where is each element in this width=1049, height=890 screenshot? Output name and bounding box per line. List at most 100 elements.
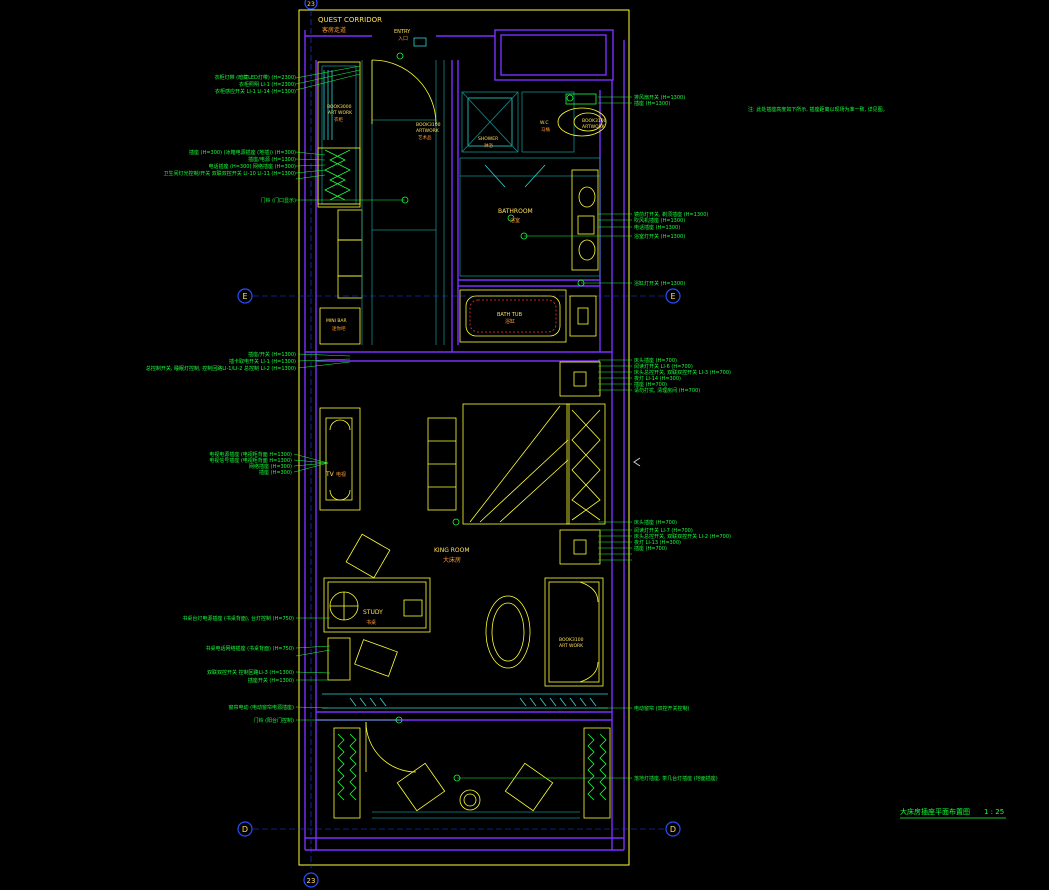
note-left-13: 网络插座 (H=300) [249,463,292,470]
left-annotations: 衣柜灯带 (暗藏LED灯带) (H=2300) 衣柜照明 LI-1 (H=230… [146,74,296,724]
label-king-room-cn: 大床房 [443,556,461,564]
note-right-12: 请勿打扰, 清理房间 (H=700) [634,387,700,394]
label-tv: TV [325,471,335,478]
note-left-5: 电话插座 (H=300) 网络插座 (H=300) [208,163,296,170]
label-shower: SHOWER [478,136,498,142]
walls [304,29,625,851]
leader-lines [293,65,632,779]
note-right-15: 床头总控开关, 双联双控开关 LI-2 (H=700) [634,533,731,540]
note-right-18: 电动窗帘 (双控开关控制) [634,705,690,712]
note-left-15: 书桌台灯电源插座 (书桌背面), 台灯控制 (H=750) [182,615,294,622]
note-right-3: 吹风机插座 (H=1300) [634,217,685,224]
bathroom-zone [459,91,607,343]
note-left-14: 插座 (H=300) [259,469,292,476]
note-right-17: 插座 (H=700) [634,545,667,552]
note-right-2: 镜前灯开关, 剃须插座 (H=1300) [634,211,708,218]
note-left-0: 衣柜灯带 (暗藏LED灯带) (H=2300) [215,74,297,81]
fixture-markers [395,52,585,782]
note-right-7: 床头插座 (H=700) [634,357,677,364]
label-wc-cn: 马桶 [541,126,550,133]
balcony-zone [333,721,611,819]
cursor-icon [633,457,641,467]
axis-bubble-e-right: E [665,288,681,304]
label-tv-cn: 电视 [336,471,346,478]
label-artwork-1-sub: ARTWORK [416,128,440,134]
note-left-2: 衣柜感应开关 LI-1 LI-14 (H=1300) [215,88,296,95]
label-bathtub-cn: 浴缸 [505,318,515,325]
note-left-12: 电视信号插座 (电视柜背面 H=1300) [209,457,292,464]
axis-bubble-d-left: D [237,821,253,837]
note-right-4: 电话插座 (H=1300) [634,224,680,231]
note-left-11: 电视电源插座 (电视柜背面 H=1300) [209,451,292,458]
note-left-19: 窗帘电动 (电动窗帘电源插座) [229,704,295,711]
label-study: STUDY [363,609,383,616]
note-left-4: 插座/电源 (H=1300) [248,156,296,163]
label-artwork-3-sub: ART WORK [559,643,584,649]
axis-bubble-e-left: E [237,288,253,304]
axis-bubble-23-bottom: 23 [303,872,319,888]
label-minibar-cn: 迷你吧 [332,325,346,332]
note-right-16: 夜灯 LI-13 (H=300) [634,539,681,546]
axis-label-23-top: 23 [307,1,315,8]
drawing-scale-text: 1 : 25 [984,808,1004,816]
note-right-14: 阅读灯开关 LI-7 (H=700) [634,527,693,534]
label-wardrobe: BOOK3000 [327,104,352,110]
note-left-3: 插座 (H=300) (冰箱电源插座 (地插)) (H=300) [189,149,296,156]
note-left-20: 门铃 (阳台门控制) [254,717,295,724]
axis-bubble-23-top: 23 [304,0,318,10]
label-entry: ENTRY [394,29,411,35]
label-minibar: MINI BAR [326,318,347,324]
note-left-1: 衣柜照明 LI-1 (H=2300) [239,81,296,88]
drawing-title: 大床房插座平面布置图 1 : 25 [900,807,1006,819]
note-right-10: 夜灯 LI-14 (H=300) [634,375,681,382]
label-guest-corridor: QUEST CORRIDOR [318,16,382,24]
axis-label-23-bottom: 23 [307,877,316,885]
note-right-6: 浴缸灯开关 (H=1300) [634,280,685,287]
axis-label-d-right: D [670,825,676,834]
note-left-17: 双联双控开关 控制回路LI-3 (H=1300) [207,669,294,676]
note-left-10: 总控制开关, 睡眠灯控制, 控制回路LI-1/LI-2 总控制 LI-2 (H=… [146,365,296,372]
label-wardrobe-cn: 衣柜 [334,116,343,123]
note-left-9: 插卡取电开关 LI-1 (H=1300) [229,358,296,365]
note-right-8: 阅读灯开关 LI-6 (H=700) [634,363,693,370]
right-annotations: 排风扇开关 (H=1300) 插座 (H=1300) 镜前灯开关, 剃须插座 (… [634,94,731,782]
note-left-6: 卫生间灯光控制/开关 双联双控开关 LI-10 LI-11 (H=1300) [164,170,297,177]
note-right-0: 排风扇开关 (H=1300) [634,94,685,101]
sheet-frame [298,9,630,866]
note-right-11: 插座 (H=700) [634,381,667,388]
note-right-5: 浴室灯开关 (H=1300) [634,233,685,240]
label-artwork-2: BOOK3100 [582,118,607,124]
note-left-7: 门铃 (门口显示) [261,197,297,204]
label-wardrobe-sub: ART WORK [328,110,353,116]
note-top-right: 注: 此处插座高度如下所示, 插座距离以现场为准一致, 详见图。 [748,106,888,113]
note-left-8: 插座/开关 (H=1300) [248,351,296,358]
room-labels: QUEST CORRIDOR 客房走道 ENTRY 入口 BOOK3000 AR… [318,16,607,649]
label-shower-cn: 淋浴 [484,142,493,149]
label-artwork-1: BOOK3100 [416,122,441,128]
note-right-9: 床头总控开关, 双联双控开关 LI-3 (H=700) [634,369,731,376]
bedroom-zone [319,361,608,709]
corridor-zone [317,37,445,345]
label-bathtub: BATH TUB [497,312,523,318]
label-bathroom: BATHROOM [498,208,533,215]
label-study-cn: 书桌 [366,619,376,626]
note-left-18: 插座开关 (H=1300) [248,677,294,684]
axis-label-e-left: E [242,292,247,301]
label-king-room: KING ROOM [434,547,470,554]
label-artwork-2-sub: ARTWORK [582,124,606,130]
label-artwork-3: BOOK3100 [559,637,584,643]
label-bathroom-cn: 浴室 [510,217,520,224]
label-artwork-1-cn: 艺术品 [418,134,432,141]
axis-label-e-right: E [670,292,675,301]
note-right-13: 床头插座 (H=700) [634,519,677,526]
label-wc: W.C [540,120,549,126]
drawing-title-text: 大床房插座平面布置图 [900,807,970,816]
note-left-16: 书桌电话网络插座 (书桌背面) (H=750) [206,645,295,652]
note-right-1: 插座 (H=1300) [634,100,670,107]
axis-bubble-d-right: D [665,821,681,837]
axis-label-d-left: D [242,825,248,834]
label-entry-cn: 入口 [398,36,408,42]
label-guest-corridor-cn: 客房走道 [322,26,346,34]
note-right-19: 落地灯插座, 茶几台灯插座 (地面插座) [634,775,718,782]
